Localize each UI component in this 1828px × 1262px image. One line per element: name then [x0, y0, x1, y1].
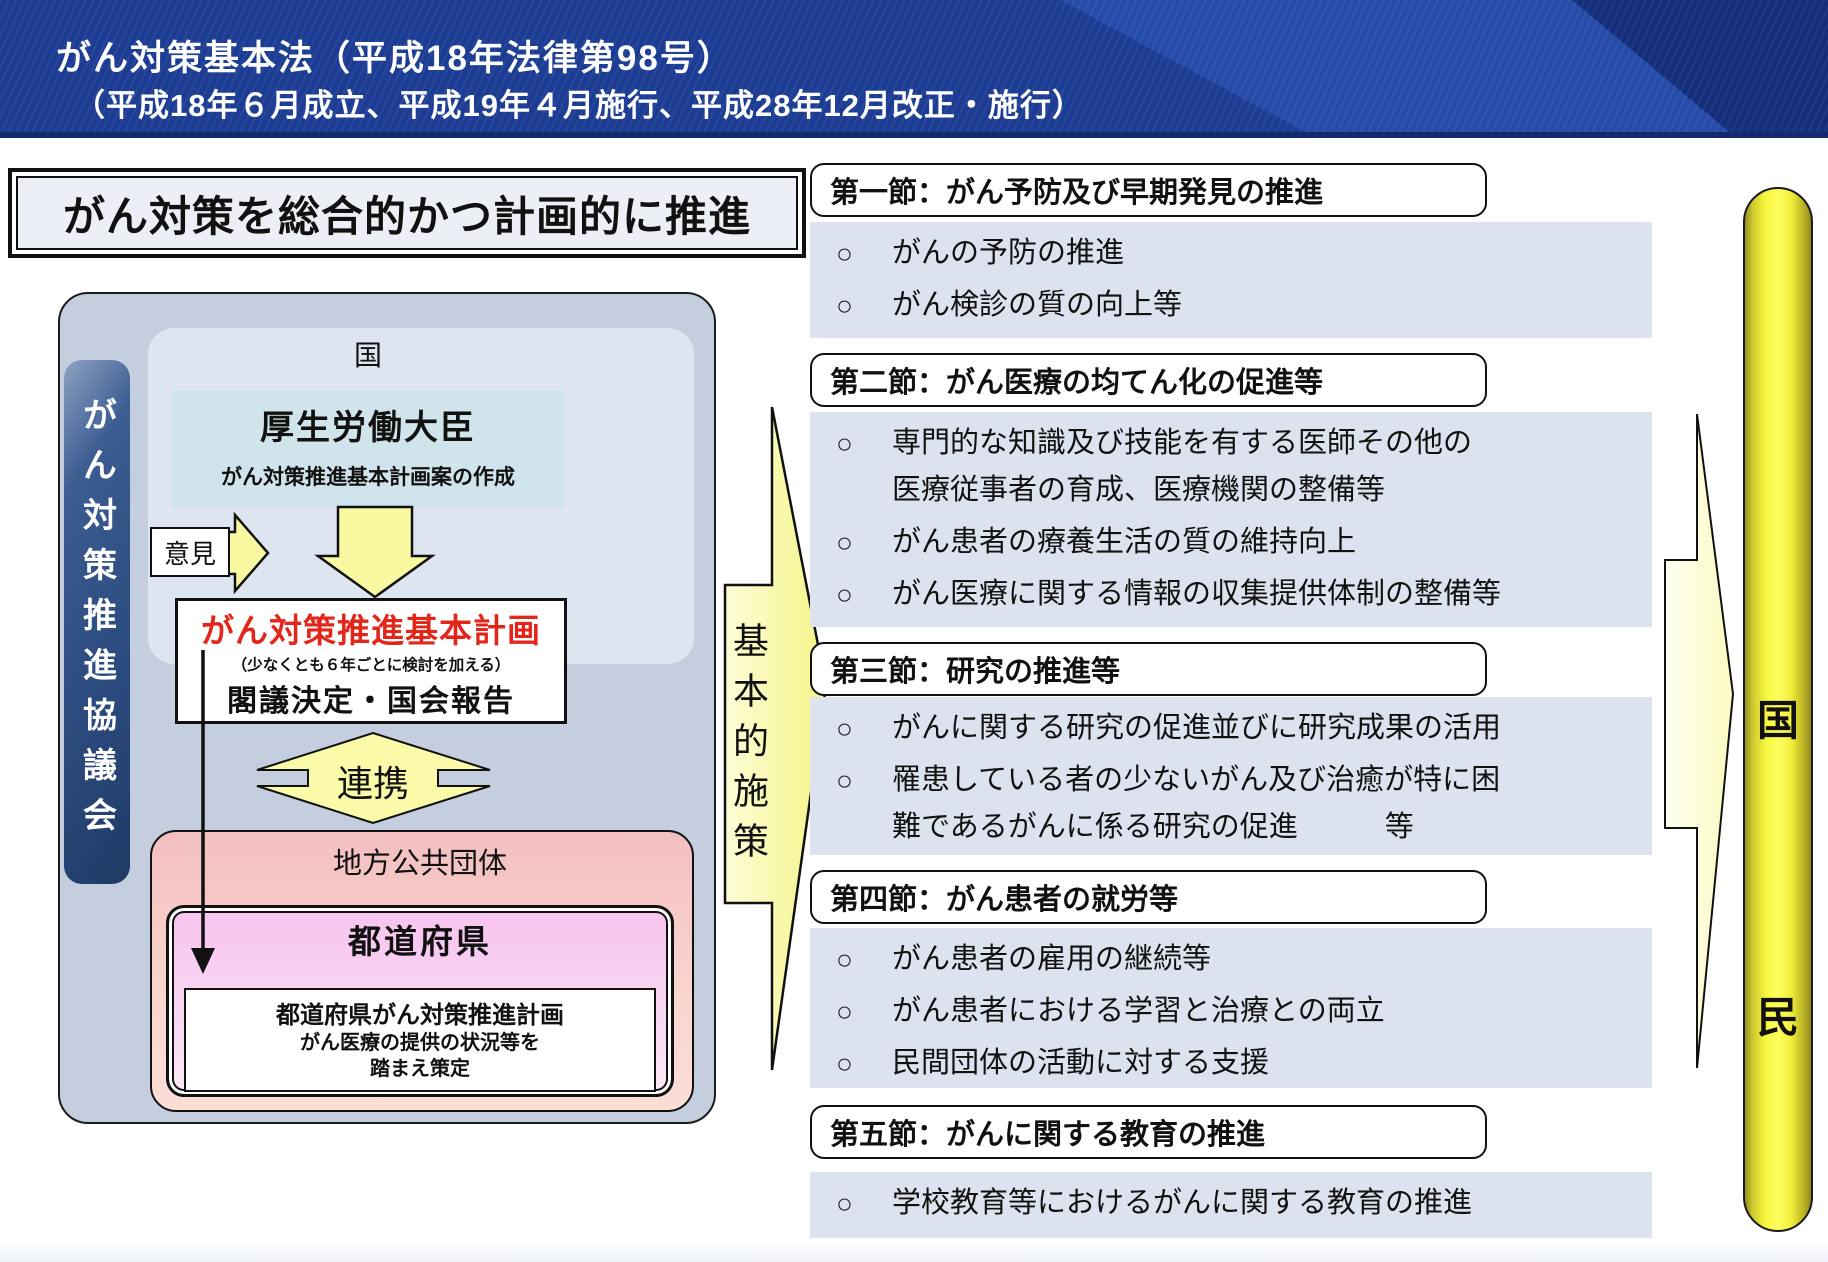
basic-measures-label-wrap: 基本的施策: [723, 594, 773, 900]
section-item-line: 難であるがんに係る研究の促進 等: [810, 804, 1652, 851]
section-item-text: 医療従事者の育成、医療機関の整備等: [892, 474, 1386, 506]
prefecture-plan-note-line1: がん医療の提供の状況等を: [300, 1032, 540, 1054]
section-item: ○ がん検診の質の向上等: [810, 282, 1652, 329]
circle-bullet-icon: ○: [836, 238, 853, 269]
circle-bullet-icon: ○: [836, 579, 853, 610]
section-item-line: ○ がん患者の雇用の継続等: [810, 936, 1652, 983]
citizens-char-kuni: 国: [1756, 697, 1799, 744]
section-item: ○ がんに関する研究の促進並びに研究成果の活用: [810, 705, 1652, 752]
circle-bullet-icon: ○: [836, 996, 853, 1027]
basic-plan-title: がん対策推進基本計画: [201, 612, 541, 649]
section-item-line: ○ がん患者の療養生活の質の維持向上: [810, 519, 1652, 566]
law-title: がん対策基本法（平成18年法律第98号）: [56, 39, 734, 78]
section-item: ○ 罹患している者の少ないがん及び治癒が特に困難であるがんに係る研究の促進 等: [810, 757, 1652, 851]
section-item-text: がんの予防の推進: [892, 237, 1125, 269]
section-item-line: ○ がん患者における学習と治療との両立: [810, 988, 1652, 1035]
section-3-header: 第三節：研究の推進等: [810, 642, 1487, 696]
section-item-text: がん患者の療養生活の質の維持向上: [892, 526, 1357, 558]
circle-bullet-icon: ○: [836, 290, 853, 321]
section-item-line: ○ がんの予防の推進: [810, 230, 1652, 277]
section-item: ○ 専門的な知識及び技能を有する医師その他の医療従事者の育成、医療機関の整備等: [810, 420, 1652, 514]
section-1-content: ○ がんの予防の推進 ○ がん検診の質の向上等: [810, 222, 1652, 338]
section-item-text: 難であるがんに係る研究の促進 等: [892, 811, 1414, 843]
header-banner: がん対策基本法（平成18年法律第98号） （平成18年６月成立、平成19年４月施…: [0, 0, 1828, 138]
section-item-text: がん検診の質の向上等: [892, 289, 1183, 321]
section-item-text: がん患者における学習と治療との両立: [892, 995, 1385, 1027]
cancer-council-pill: がん対策推進協議会: [64, 360, 130, 884]
header-bottom-edge: [0, 132, 1828, 138]
circle-bullet-icon: ○: [836, 1188, 853, 1219]
section-item-text: がん患者の雇用の継続等: [892, 943, 1212, 975]
section-item-line: ○ 学校教育等におけるがんに関する教育の推進: [810, 1180, 1652, 1227]
circle-bullet-icon: ○: [836, 944, 853, 975]
basic-plan-cabinet-report: 閣議決定・国会報告: [227, 685, 515, 718]
section-item: ○ がん患者の療養生活の質の維持向上: [810, 519, 1652, 566]
prefecture-plan-note-line2: 踏まえ策定: [370, 1058, 470, 1080]
basic-plan-box: がん対策推進基本計画 （少なくとも６年ごとに検討を加える） 閣議決定・国会報告: [175, 598, 567, 724]
section-item-line: ○ がん検診の質の向上等: [810, 282, 1652, 329]
header-stripe-texture: [0, 0, 1828, 138]
section-4-header: 第四節：がん患者の就労等: [810, 870, 1487, 924]
law-subtitle: （平成18年６月成立、平成19年４月施行、平成28年12月改正・施行）: [74, 88, 1084, 123]
circle-bullet-icon: ○: [836, 713, 853, 744]
section-item: ○ がんの予防の推進: [810, 230, 1652, 277]
basic-measures-label: 基本的施策: [728, 622, 769, 872]
to-citizens-arrow-icon: [1664, 413, 1735, 1069]
cancer-council-label: がん対策推進協議会: [77, 397, 116, 847]
national-government-label: 国: [353, 340, 382, 371]
local-government-label: 地方公共団体: [332, 848, 507, 880]
citizens-char-min: 民: [1756, 994, 1799, 1041]
section-item-line: 医療従事者の育成、医療機関の整備等: [810, 467, 1652, 514]
opinion-label: 意見: [150, 527, 230, 577]
basic-plan-review-note: （少なくとも６年ごとに検討を加える）: [231, 657, 511, 674]
health-minister-box: 厚生労働大臣 がん対策推進基本計画案の作成: [172, 390, 564, 508]
section-item-text: 民間団体の活動に対する支援: [892, 1047, 1270, 1079]
section-item: ○ がん患者における学習と治療との両立: [810, 988, 1652, 1035]
health-minister-title: 厚生労働大臣: [260, 409, 476, 447]
section-2-header: 第二節：がん医療の均てん化の促進等: [810, 353, 1487, 407]
section-item-line: ○ 民間団体の活動に対する支援: [810, 1040, 1652, 1087]
prefecture-plan-box: 都道府県がん対策推進計画 がん医療の提供の状況等を 踏まえ策定: [184, 988, 656, 1092]
section-item-text: 専門的な知識及び技能を有する医師その他の: [892, 427, 1473, 459]
section-1-header: 第一節：がん予防及び早期発見の推進: [810, 163, 1487, 217]
section-item-line: ○ 罹患している者の少ないがん及び治癒が特に困: [810, 757, 1652, 804]
section-3-content: ○ がんに関する研究の促進並びに研究成果の活用 ○ 罹患している者の少ないがん及び治癒…: [810, 697, 1652, 855]
section-item-line: ○ がんに関する研究の促進並びに研究成果の活用: [810, 705, 1652, 752]
circle-bullet-icon: ○: [836, 1048, 853, 1079]
citizens-bar: 国 民: [1743, 187, 1813, 1232]
section-item-line: ○ 専門的な知識及び技能を有する医師その他の: [810, 420, 1652, 467]
section-item-text: がん医療に関する情報の収集提供体制の整備等: [892, 578, 1502, 610]
section-item: ○ がん患者の雇用の継続等: [810, 936, 1652, 983]
lead-statement-box: がん対策を総合的かつ計画的に推進: [8, 168, 806, 258]
section-item-text: 罹患している者の少ないがん及び治癒が特に困: [892, 764, 1501, 796]
prefecture-plan-title: 都道府県がん対策推進計画: [276, 1002, 564, 1029]
section-item: ○ 民間団体の活動に対する支援: [810, 1040, 1652, 1087]
cooperation-label: 連携: [336, 763, 409, 804]
section-5-content: ○ 学校教育等におけるがんに関する教育の推進: [810, 1172, 1652, 1240]
section-5-header: 第五節：がんに関する教育の推進: [810, 1105, 1487, 1159]
circle-bullet-icon: ○: [836, 527, 853, 558]
circle-bullet-icon: ○: [836, 765, 853, 796]
circle-bullet-icon: ○: [836, 428, 853, 459]
section-item: ○ がん医療に関する情報の収集提供体制の整備等: [810, 571, 1652, 618]
section-item: ○ 学校教育等におけるがんに関する教育の推進: [810, 1180, 1652, 1227]
section-item-text: がんに関する研究の促進並びに研究成果の活用: [892, 712, 1502, 744]
footer-strip: [0, 1238, 1828, 1262]
section-item-text: 学校教育等におけるがんに関する教育の推進: [892, 1187, 1473, 1219]
section-4-content: ○ がん患者の雇用の継続等 ○ がん患者における学習と治療との両立 ○ 民間団体の活動に対…: [810, 928, 1652, 1088]
prefecture-label: 都道府県: [348, 923, 492, 960]
section-item-line: ○ がん医療に関する情報の収集提供体制の整備等: [810, 571, 1652, 618]
health-minister-subtitle: がん対策推進基本計画案の作成: [221, 466, 515, 489]
section-2-content: ○ 専門的な知識及び技能を有する医師その他の医療従事者の育成、医療機関の整備等 ○ が…: [810, 412, 1652, 627]
